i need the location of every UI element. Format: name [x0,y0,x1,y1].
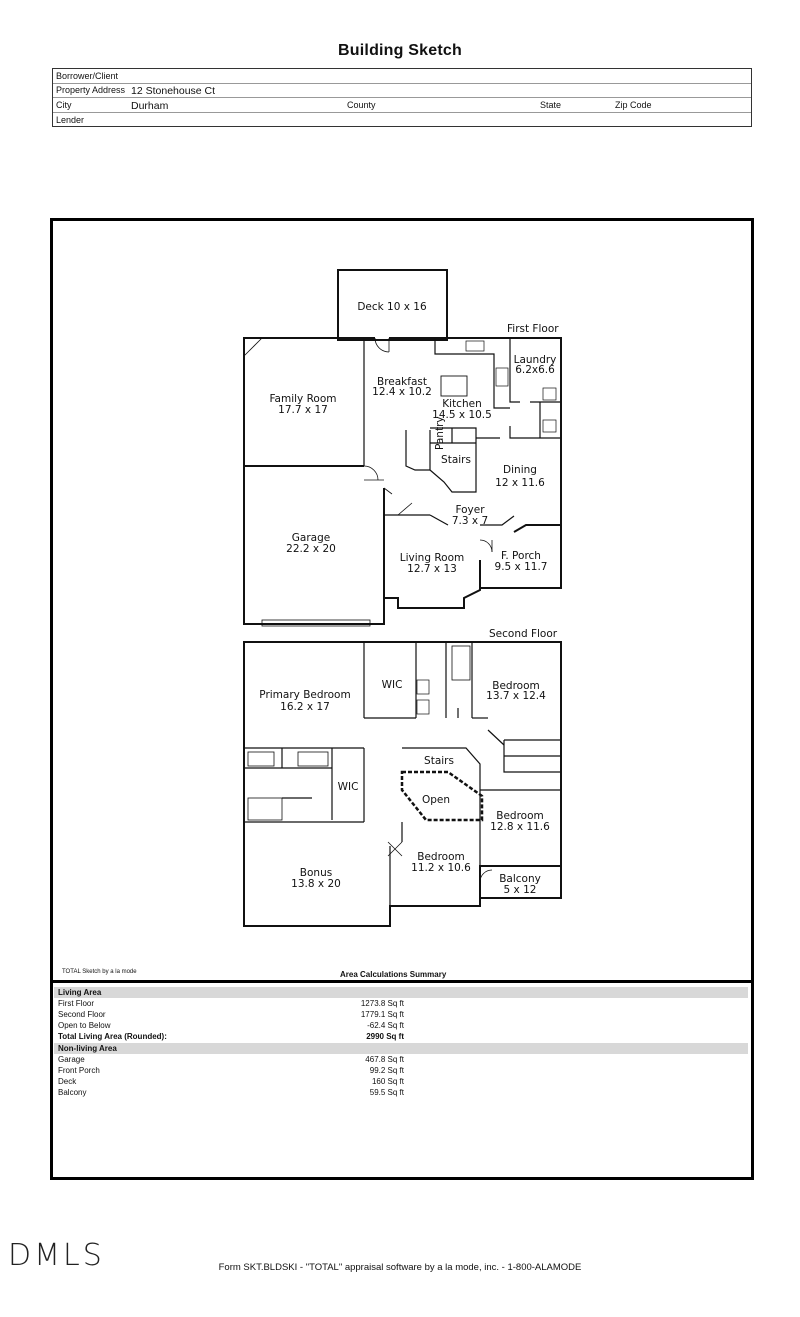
area-row-value: 1273.8 Sq ft [360,999,404,1008]
living-area-heading: Living Area [54,987,748,998]
bonus-label: Bonus [300,867,332,879]
foyer-label: Foyer [455,504,485,516]
borrower-label: Borrower/Client [56,71,119,81]
breakfast-label: Breakfast [377,376,427,388]
area-row-value: 1779.1 Sq ft [360,1010,404,1019]
stairs-label-second: Stairs [424,755,454,767]
state-label: State [540,100,562,110]
nonliving-area-heading: Non-living Area [54,1043,748,1054]
county-label: County [347,100,376,110]
breakfast-dims: 12.4 x 10.2 [372,386,432,398]
area-row-label: Balcony [58,1088,87,1097]
area-row-value: 467.8 Sq ft [365,1055,404,1064]
foyer-dims: 7.3 x 7 [452,515,488,527]
first-floor-label: First Floor [507,323,559,335]
area-row: Balcony 59.5 Sq ft [58,1087,418,1098]
total-living-area-row: Total Living Area (Rounded): 2990 Sq ft [58,1031,418,1042]
family-room-dims: 17.7 x 17 [278,404,328,416]
sketch-frame [50,218,754,1180]
lender-row: Lender [53,113,751,127]
primary-bedroom-label: Primary Bedroom [259,689,350,701]
living-room-dims: 12.7 x 13 [407,563,457,575]
pantry-label: Pantry [434,416,446,450]
bonus-dims: 13.8 x 20 [291,878,341,890]
primary-bedroom-dims: 16.2 x 17 [280,701,330,713]
total-living-area-value: 2990 Sq ft [366,1032,404,1041]
bedroom-label-right: Bedroom [496,810,544,822]
balcony-dims: 5 x 12 [504,884,537,896]
area-row: Front Porch 99.2 Sq ft [58,1065,418,1076]
area-row-label: Open to Below [58,1021,111,1030]
laundry-label: Laundry [514,354,557,366]
summary-divider [50,980,754,983]
garage-dims: 22.2 x 20 [286,543,336,555]
sketch-credit: TOTAL Sketch by a la mode [62,969,137,975]
living-room-label: Living Room [400,552,464,564]
area-row-label: Second Floor [58,1010,106,1019]
bedroom-dims-front: 13.7 x 12.4 [486,690,546,702]
wic-label-bath: WIC [338,781,359,793]
dining-dims: 12 x 11.6 [495,477,545,489]
zip-label: Zip Code [615,100,652,110]
area-row: Open to Below -62.4 Sq ft [58,1020,418,1031]
borrower-row: Borrower/Client [53,69,751,84]
property-info-table: Borrower/Client Property Address 12 Ston… [52,68,752,127]
address-label: Property Address [56,85,126,95]
area-row: Garage 467.8 Sq ft [58,1054,418,1065]
bedroom-label-front: Bedroom [492,680,540,692]
kitchen-label: Kitchen [442,398,481,410]
area-row-label: Garage [58,1055,85,1064]
laundry-dims: 6.2x6.6 [515,364,555,376]
bedroom-dims-center: 11.2 x 10.6 [411,862,471,874]
balcony-label: Balcony [499,873,541,885]
area-row-label: Front Porch [58,1066,100,1075]
area-row-label: First Floor [58,999,94,1008]
city-row: City Durham County State Zip Code [53,98,751,113]
area-row: Second Floor 1779.1 Sq ft [58,1009,418,1020]
kitchen-dims: 14.5 x 10.5 [432,409,492,421]
area-row-value: 59.5 Sq ft [369,1088,404,1097]
area-row-value: 160 Sq ft [371,1077,404,1086]
deck-label: Deck 10 x 16 [357,301,427,313]
total-living-area-label: Total Living Area (Rounded): [58,1032,167,1041]
page-title: Building Sketch [338,42,462,59]
form-footer: Form SKT.BLDSKI - "TOTAL" appraisal soft… [218,1262,582,1273]
address-value: 12 Stonehouse Ct [131,85,216,97]
city-label: City [56,100,72,110]
stairs-label-first: Stairs [441,454,471,466]
front-porch-label: F. Porch [501,550,541,562]
front-porch-dims: 9.5 x 11.7 [495,561,548,573]
address-row: Property Address 12 Stonehouse Ct [53,83,751,98]
area-row: Deck 160 Sq ft [58,1076,418,1087]
area-row: First Floor 1273.8 Sq ft [58,998,418,1009]
area-row-label: Deck [58,1077,77,1086]
area-row-value: 99.2 Sq ft [369,1066,404,1075]
open-to-below-label: Open [422,794,450,806]
second-floor-label: Second Floor [489,628,558,640]
wic-label-primary: WIC [382,679,403,691]
area-calculations-title: Area Calculations Summary [340,970,447,979]
lender-label: Lender [56,115,85,125]
area-row-value: -62.4 Sq ft [367,1021,404,1030]
dining-label: Dining [503,464,537,476]
family-room-label: Family Room [269,393,336,405]
city-value: Durham [131,100,169,112]
bedroom-label-center: Bedroom [417,851,465,863]
mls-logo: DMLS [8,1238,105,1273]
bedroom-dims-right: 12.8 x 11.6 [490,821,550,833]
deck-outline [337,269,448,341]
garage-label: Garage [292,532,330,544]
